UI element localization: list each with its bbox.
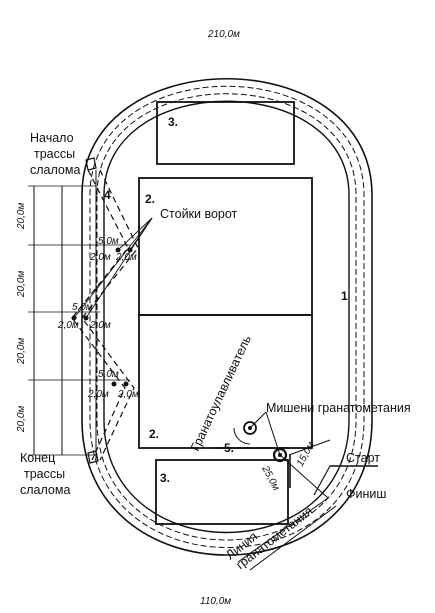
field-lower-number: 2. xyxy=(149,427,159,441)
start-label: Старт xyxy=(346,451,380,465)
target-1 xyxy=(243,421,257,435)
slalom-end-label: Конец трассы слалома xyxy=(20,451,70,497)
gate-posts xyxy=(71,247,133,387)
gate-width-2: 5,0м xyxy=(72,302,93,313)
gate-width-1: 5,0м xyxy=(98,236,119,247)
gate-leaders xyxy=(73,217,153,319)
bottom-area-rect xyxy=(155,459,289,525)
segment-label-2: 20,0м xyxy=(16,271,27,298)
segment-label-1: 20,0м xyxy=(16,203,27,230)
top-area-number: 3. xyxy=(168,115,178,129)
slalom-course xyxy=(71,169,139,461)
start-finish-line xyxy=(313,465,378,496)
top-area-rect xyxy=(156,101,295,165)
field-upper-number: 2. xyxy=(145,192,155,206)
track-length-bottom: 110,0м xyxy=(200,596,231,607)
field-upper-rect xyxy=(138,177,313,316)
segment-label-3: 20,0м xyxy=(16,338,27,365)
grenade-line xyxy=(237,497,337,571)
targets-label: Мишени гранатометания xyxy=(266,401,411,415)
running-track xyxy=(81,78,373,556)
catcher-label: Гранатоулавливатель xyxy=(188,333,254,453)
gate-post-2a: 2,0м xyxy=(57,320,79,331)
track-number: 1 xyxy=(341,289,348,303)
gate-post-3b: 2,0м xyxy=(117,389,139,400)
slalom-end-marker xyxy=(87,450,99,464)
gate-post-2b: 2,0м xyxy=(89,320,111,331)
slalom-start-label: Начало трассы слалома xyxy=(30,131,80,177)
gate-post-1b: 2,0м xyxy=(115,252,137,263)
slalom-start-marker xyxy=(85,157,97,171)
gates-label: Стойки ворот xyxy=(160,207,238,221)
slalom-zone-number: 4 xyxy=(104,188,111,202)
slalom-dimension-lines xyxy=(28,185,130,456)
finish-label: Финиш xyxy=(346,487,386,501)
grenade-area xyxy=(212,411,331,499)
distance-long: 25,0м xyxy=(259,463,282,492)
segment-label-4: 20,0м xyxy=(16,406,27,433)
grenade-line-label: Линия гранатометания xyxy=(223,493,315,573)
gate-width-3: 5,0м xyxy=(98,369,119,380)
bottom-area-number: 3. xyxy=(160,471,170,485)
target-2 xyxy=(272,447,288,463)
distance-short: 15,0м xyxy=(295,440,317,469)
gate-post-3a: 2,0м xyxy=(87,389,109,400)
gate-post-1a: 2,0м xyxy=(89,252,111,263)
track-length-top: 210,0м xyxy=(207,29,240,40)
